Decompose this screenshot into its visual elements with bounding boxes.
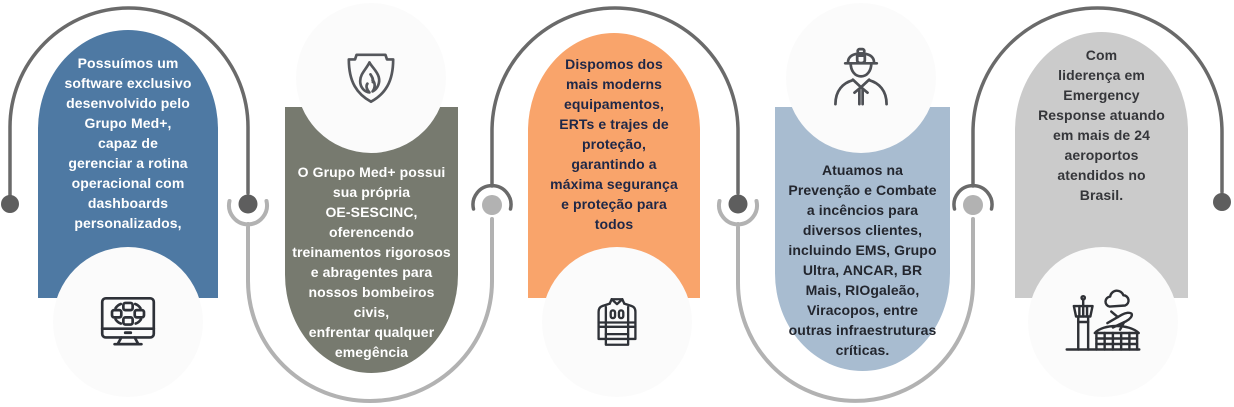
shield-flame-icon	[347, 53, 395, 104]
card-training-text: O Grupo Med+ possui sua própria OE-SESCI…	[292, 164, 451, 360]
connector-dot-junction-1	[238, 194, 258, 214]
connector-dot-right-edge	[1213, 193, 1231, 211]
card-equipment-text: Dispomos dos mais moderns equipamentos, …	[550, 56, 678, 232]
arc-over-card-5	[952, 6, 1224, 211]
arc-under-card-2	[227, 199, 494, 403]
arc-under-card-4	[717, 199, 975, 403]
arc-over-card-3	[471, 6, 740, 211]
monitor-sync-icon	[100, 296, 156, 346]
card-airports-text: Com liderença em Emergency Response atua…	[1038, 47, 1165, 203]
card-software-text: Possuímos um software exclusivo desenvol…	[64, 55, 192, 231]
connector-dot-junction-4	[963, 195, 983, 215]
fire-jacket-icon	[597, 298, 637, 346]
airport-icon	[1065, 289, 1141, 351]
card-clients-text: Atuamos na Prevenção e Combate a incênci…	[788, 162, 937, 358]
card-clients: Atuamos na Prevenção e Combate a incênci…	[775, 107, 950, 371]
card-training-icon-circle	[296, 3, 446, 153]
connector-dot-junction-3	[728, 194, 748, 214]
card-software: Possuímos um software exclusivo desenvol…	[38, 30, 218, 298]
card-equipment-icon-circle	[542, 247, 692, 397]
arc-over-card-1	[8, 6, 250, 202]
card-clients-icon-circle	[786, 3, 936, 153]
card-airports-icon-circle	[1028, 247, 1178, 397]
connector-dot-junction-2	[482, 195, 502, 215]
connector-dot-left-edge	[1, 195, 19, 213]
card-software-icon-circle	[53, 247, 203, 397]
firefighter-worker-icon	[834, 47, 888, 106]
